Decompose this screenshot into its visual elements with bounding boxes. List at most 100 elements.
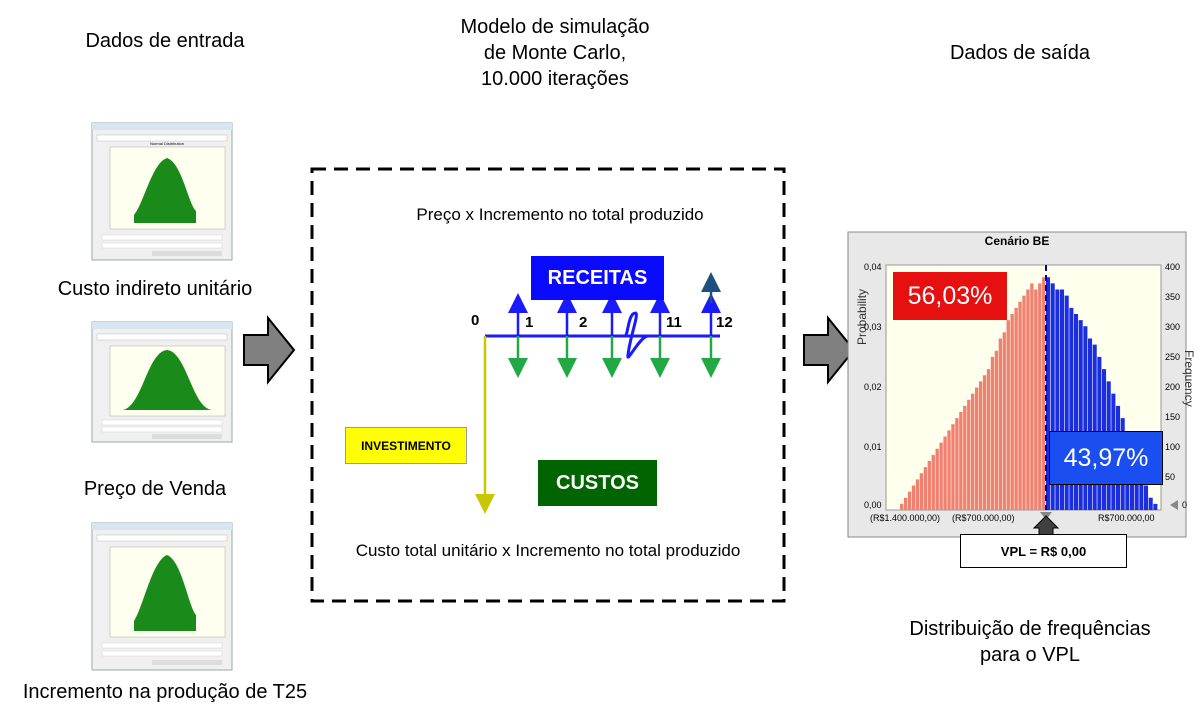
left-axis-label: Probability [855,288,869,345]
hist-bar-negative [943,436,947,510]
ytick-left-3: 0,01 [864,442,882,452]
hist-bar-negative [935,448,939,510]
input-thumbnail-3 [91,522,233,671]
hist-bar-negative [1018,301,1022,510]
hist-bar-negative [939,442,943,510]
hist-bar-positive [1055,289,1060,510]
vpl-zero-label: VPL = R$ 0,00 [960,534,1127,568]
slider-handle-right [1170,500,1178,510]
hist-bar-negative [1030,283,1034,510]
hist-bar-negative [1002,332,1006,510]
ytick-right-2: 300 [1165,322,1181,332]
hist-bar-negative [903,497,908,510]
hist-bar-positive [1088,338,1093,510]
hist-bar-positive [1060,289,1065,510]
hist-bar-positive [1046,277,1051,510]
model-title: Modelo de simulação de Monte Carlo, 10.0… [420,14,690,92]
hist-bar-negative [990,356,995,510]
xtick-1: (R$700.000,00) [952,513,1015,523]
hist-bar-negative [1010,314,1014,510]
block-arrow-right-1 [243,315,296,385]
model-top-caption: Preço x Incremento no total produzido [416,205,704,224]
chart-title: Cenário BE [984,234,1050,248]
ytick-right-8: 0 [1182,500,1188,510]
period-2: 2 [579,314,588,331]
hist-bar-positive [1144,485,1149,510]
input-thumbnail-1: Normal Distribution [91,122,233,261]
hist-bar-negative [1038,283,1042,510]
hist-bar-negative [1014,307,1018,510]
hist-bar-negative [931,454,935,510]
custos-box: CUSTOS [538,460,657,506]
ytick-right-4: 200 [1165,382,1181,392]
pct-negative-badge: 56,03% [893,272,1007,320]
cash-flow-timeline [475,272,721,514]
input-label-custo-indireto: Custo indireto unitário [57,278,253,300]
hist-bar-negative [1042,277,1046,510]
block-arrow-right-2 [803,315,856,385]
period-0: 0 [471,312,480,329]
ytick-left-2: 0,02 [864,382,882,392]
hist-bar-negative [911,485,916,510]
hist-bar-negative [1034,289,1038,510]
ytick-right-7: 50 [1165,472,1176,482]
ytick-right-0: 400 [1165,262,1181,272]
hist-bar-positive [1134,461,1139,510]
hist-bar-positive [1050,283,1055,510]
receitas-box: RECEITAS [531,256,664,300]
hist-bar-negative [967,399,971,510]
hist-bar-positive [1078,320,1083,510]
xtick-0: (R$1.400.000,00) [870,513,941,523]
model-bottom-caption: Custo total unitário x Incremento no tot… [355,541,741,560]
hist-bar-negative [947,430,951,510]
ytick-right-5: 150 [1165,412,1181,422]
hist-bar-positive [1064,295,1069,510]
right-axis-label: Frequency [1182,350,1196,407]
hist-bar-negative [986,369,991,510]
hist-bar-positive [1083,326,1088,510]
hist-bar-negative [1026,289,1030,510]
hist-bar-negative [978,381,983,510]
hist-bar-positive [1092,344,1097,510]
input-label-preco-venda: Preço de Venda [83,478,227,500]
hist-bar-positive [1069,307,1074,510]
hist-bar-negative [998,338,1002,510]
output-caption-line-1: Distribuição de frequências [909,618,1151,640]
hist-bar-negative [994,350,999,510]
model-title-line-3: 10.000 iterações [481,68,629,90]
hist-bar-negative [959,412,963,510]
period-11: 11 [666,314,682,331]
hist-bar-negative [1006,320,1010,510]
ytick-right-3: 250 [1165,352,1181,362]
xtick-2: R$700.000,00 [1098,513,1155,523]
hist-bar-negative [971,393,975,510]
hist-bar-positive [1074,314,1079,510]
ytick-left-4: 0,00 [864,500,882,510]
thumb1-title: Normal Distribution [150,141,184,146]
hist-bar-positive [1139,473,1144,510]
model-title-line-2: de Monte Carlo, [483,42,627,64]
hist-bar-negative [919,473,924,510]
hist-bar-positive [1148,497,1153,510]
model-title-line-1: Modelo de simulação [460,16,650,38]
hist-bar-negative [955,418,959,510]
hist-bar-negative [907,491,912,510]
hist-bar-negative [974,387,979,510]
period-12: 12 [716,314,733,331]
hist-bar-negative [915,479,920,510]
output-title: Dados de saída [949,42,1091,64]
ytick-right-1: 350 [1165,292,1181,302]
output-caption-line-2: para o VPL [979,644,1081,666]
hist-bar-negative [1022,295,1026,510]
output-caption: Distribuição de frequências para o VPL [880,616,1180,668]
hist-bar-negative [982,375,987,510]
hist-bar-negative [951,424,955,510]
pct-positive-badge: 43,97% [1049,431,1163,485]
hist-bar-negative [927,461,931,510]
model-box [310,167,786,603]
input-label-incremento: Incremento na produção de T25 [22,681,308,703]
input-thumbnail-2 [91,321,233,443]
hist-bar-negative [963,405,967,510]
hist-bar-negative [900,503,904,510]
